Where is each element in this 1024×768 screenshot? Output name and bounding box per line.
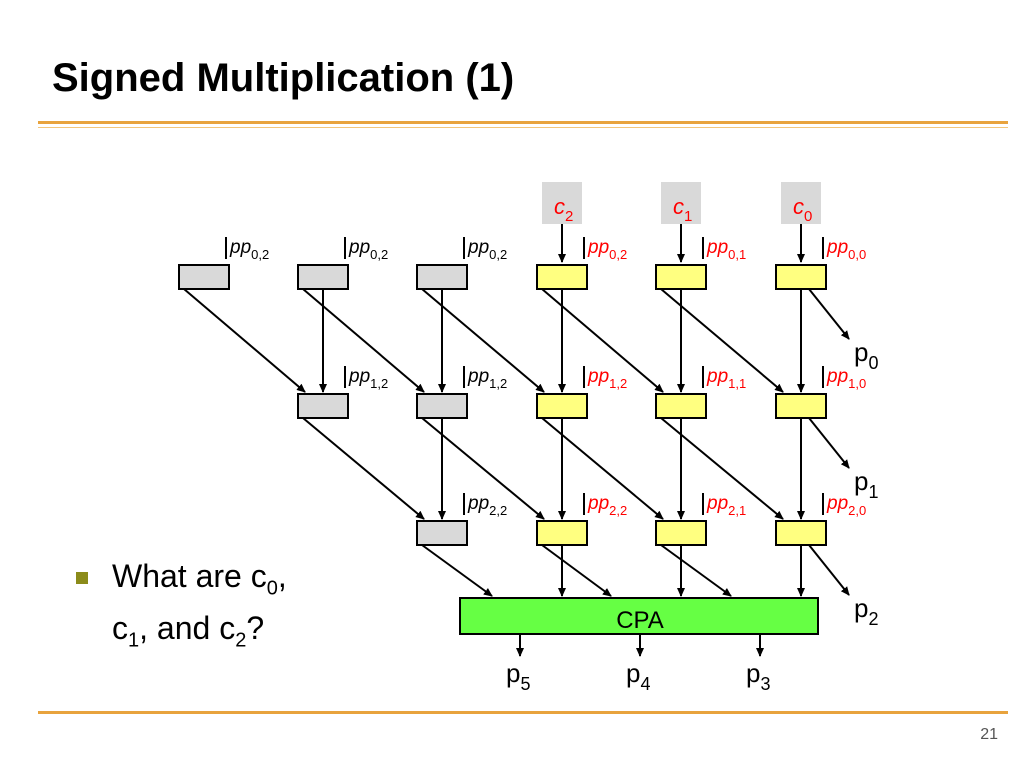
bullet-and: , and c [139,610,236,647]
product-label-p0: p0 [854,337,878,373]
product-label-p1: p1 [854,466,878,502]
product-label-p5: p5 [506,658,530,694]
product-label-p2: p2 [854,593,878,629]
sign-cell-r0-c2 [416,264,468,290]
bullet-sub-1: 1 [128,629,140,652]
adder-cell-r2-c3 [536,520,588,546]
carry-label-c2: c2 [554,194,573,225]
carry-input-box-1 [661,182,701,224]
pp-label-r0-0-0: pp0,0 [826,237,866,262]
diag-arrow [421,288,545,393]
pp-label-r2-2-0: pp2,0 [826,493,866,518]
bullet-sub-2: 2 [235,629,247,652]
pp-label-r0-0-2: pp0,2 [467,237,507,262]
wires [183,224,850,657]
pp-label-r1-1-2: pp1,2 [587,366,627,391]
pp-label-r1-1-0: pp1,0 [826,366,866,391]
pp-label-r0-0-1: pp0,1 [706,237,746,262]
adder-cell-r1-c3 [536,393,588,419]
sign-cell-r1-c2 [416,393,468,419]
product-arrow-p0 [808,288,850,340]
adder-cell-r0-c5 [775,264,827,290]
bullet-question-mark: ? [246,610,265,647]
footer-divider [38,711,1008,714]
diag-arrow [421,417,545,520]
slide-number: 21 [980,726,998,743]
adder-cell-r2-c4 [655,520,707,546]
product-label-p4: p4 [626,658,650,694]
bullet-marker [76,572,88,584]
adder-cell-r0-c3 [536,264,588,290]
diag-arrow [302,288,425,393]
product-arrow-p1 [808,417,850,469]
sign-cell-r1-c1 [297,393,349,419]
adder-cell-r1-c4 [655,393,707,419]
diag-arrow [541,544,612,597]
carry-input-box-2 [542,182,582,224]
sign-cell-r2-c2 [416,520,468,546]
title-divider [38,121,1008,124]
pp-label-r0-0-2: pp0,2 [348,237,388,262]
bullet-sub-0: 0 [266,577,278,600]
bullet-question: What are c0, c1, and c2? [112,556,287,661]
diag-arrow [302,417,425,520]
product-label-p3: p3 [746,658,770,694]
diag-arrow [421,544,493,597]
bullet-text-1: What are c [112,558,267,594]
diag-arrow [183,288,306,393]
pp-label-r2-2-2: pp2,2 [587,493,627,518]
title-divider-thin [38,127,1008,128]
pp-label-r2-2-2: pp2,2 [467,493,507,518]
carry-input-box-0 [781,182,821,224]
carry-label-c0: c0 [793,194,812,225]
diag-arrow [660,288,784,393]
cpa-block [459,597,819,635]
slide-title: Signed Multiplication (1) [52,56,515,100]
pp-label-r0-0-2: pp0,2 [229,237,269,262]
diag-arrow [541,288,664,393]
diag-arrow [660,544,732,597]
pp-label-r2-2-1: pp2,1 [706,493,746,518]
sign-cell-r0-c1 [297,264,349,290]
labels: pp0,2 pp0,2 pp0,2 pp0,2 pp0,1 pp0,0 pp1,2 pp1,2… [229,194,878,694]
cells [178,182,827,635]
product-arrow-p2 [808,544,850,596]
pp-label-r1-1-2: pp1,2 [467,366,507,391]
adder-cell-r0-c4 [655,264,707,290]
carry-label-c1: c1 [673,194,692,225]
bullet-comma: , [277,558,287,594]
pp-label-r1-1-2: pp1,2 [348,366,388,391]
diag-arrow [660,417,784,520]
bullet-text-2: c [112,610,128,647]
adder-cell-r2-c5 [775,520,827,546]
adder-cell-r1-c5 [775,393,827,419]
sign-cell-r0-c0 [178,264,230,290]
diag-arrow [541,417,664,520]
pp-label-r0-0-2: pp0,2 [587,237,627,262]
cpa-label: CPA [616,607,664,634]
pp-label-r1-1-1: pp1,1 [706,366,746,391]
